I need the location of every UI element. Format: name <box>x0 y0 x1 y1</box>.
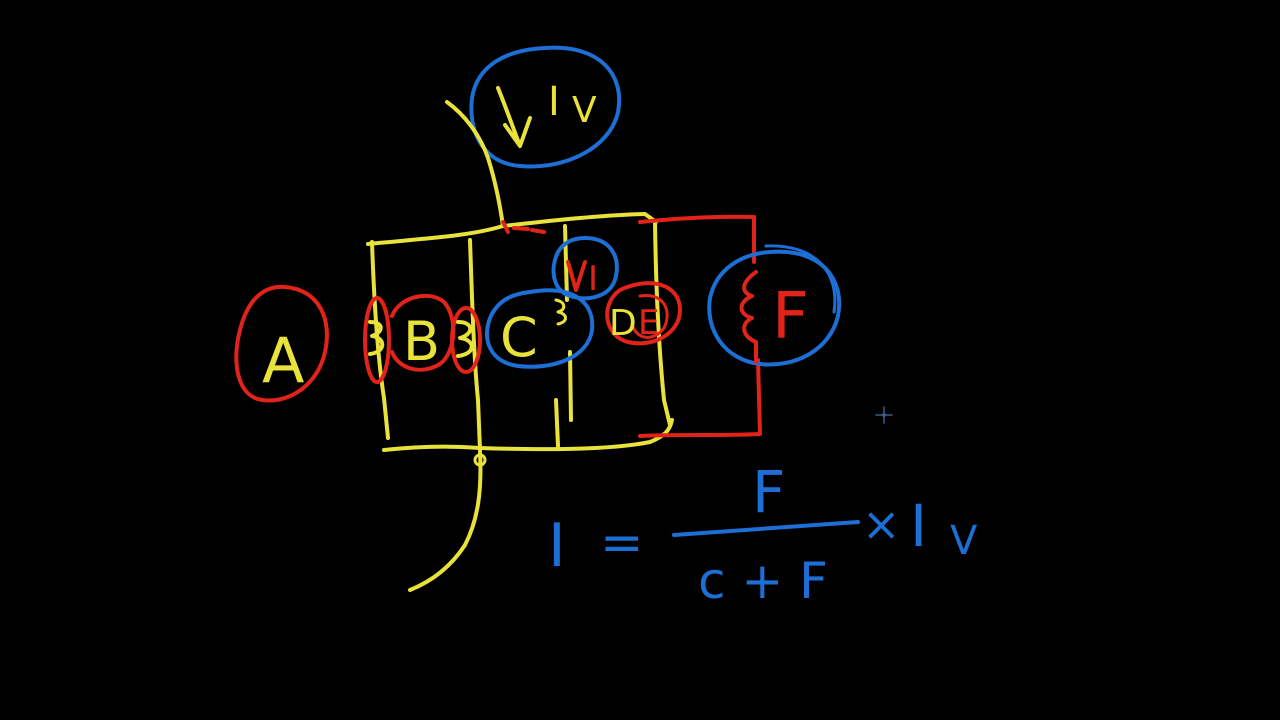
formula-factor: I <box>910 492 927 560</box>
node-f-circle-2 <box>764 244 837 314</box>
formula-times: × <box>862 497 901 551</box>
formula-numerator: F <box>752 458 785 526</box>
branch-b <box>468 238 482 452</box>
node-b: B <box>363 293 482 384</box>
node-c-resistor <box>554 298 567 326</box>
source-arrow <box>496 86 532 148</box>
red-bottom-wire <box>638 358 762 438</box>
node-de-inner <box>630 294 669 339</box>
source-label-sub: V <box>572 90 597 131</box>
branch-d <box>653 220 672 427</box>
node-f-circle <box>707 249 842 367</box>
red-top-wire <box>638 214 756 264</box>
current-divider-formula: I = F c + F × I V <box>548 458 978 610</box>
node-c-circle <box>485 288 595 369</box>
formula-equals: = <box>600 513 644 573</box>
current-probe-label: I <box>588 259 598 299</box>
source-group: I V <box>469 45 622 169</box>
crosshair-cursor-icon <box>875 406 893 424</box>
node-a-circle <box>234 284 329 403</box>
node-f-label: F <box>772 280 809 354</box>
node-e-label: E <box>638 303 659 343</box>
node-b-right-resistor <box>456 320 474 358</box>
node-b-left-mark <box>363 296 391 384</box>
current-probe-arrow <box>566 260 587 292</box>
input-wire <box>445 100 505 228</box>
node-de: D E <box>605 281 682 346</box>
red-wiring <box>501 214 762 438</box>
formula-fraction-bar <box>672 520 860 537</box>
node-c: C <box>485 288 595 369</box>
output-wire <box>408 450 483 592</box>
node-b-left-resistor <box>368 320 385 356</box>
source-circle <box>469 45 622 169</box>
node-a-label: A <box>262 324 304 397</box>
source-label: I <box>548 79 560 125</box>
bottom-junction <box>473 453 487 467</box>
formula-lhs: I <box>548 511 566 581</box>
node-b-label: B <box>403 310 440 373</box>
node-d-label: D <box>609 303 637 344</box>
current-probe-circle <box>551 236 619 301</box>
node-a: A <box>234 284 329 403</box>
node-b-right-mark <box>450 306 482 374</box>
node-de-outer <box>605 281 682 346</box>
formula-factor-sub: V <box>950 518 978 564</box>
node-c-label: C <box>500 306 538 369</box>
branch-c <box>554 224 573 448</box>
bottom-rail <box>382 418 674 452</box>
formula-denominator: c + F <box>698 552 828 610</box>
current-probe: I <box>551 236 619 301</box>
top-rail <box>366 212 658 246</box>
top-junction-mark <box>501 220 546 234</box>
node-f: F <box>707 244 842 367</box>
node-f-resistor <box>739 270 758 364</box>
